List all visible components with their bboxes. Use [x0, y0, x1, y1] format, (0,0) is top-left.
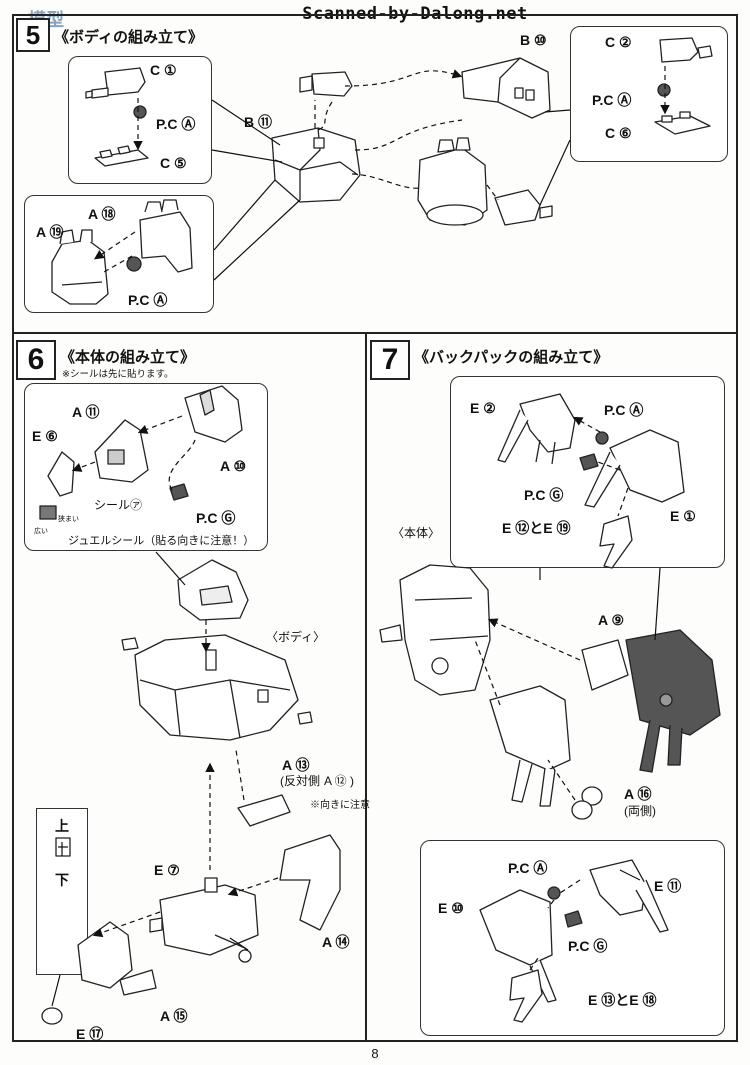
label-e10: E ⑩	[438, 900, 464, 916]
label-a9: A ⑨	[598, 612, 625, 628]
label-a11: A ⑪	[72, 404, 100, 420]
step7-title: 《バックパックの組み立て》	[414, 348, 609, 366]
step6-number: 6	[16, 340, 56, 380]
label-jewel-seal: ジュエルシール（貼る向きに注意！）	[68, 535, 255, 547]
label-up: 上	[55, 818, 69, 834]
label-e1: E ①	[670, 508, 696, 524]
step6-seal-note: ※シールは先に貼ります。	[62, 369, 174, 380]
label-c5: C ⑤	[160, 155, 187, 171]
label-seal: シール㋐	[94, 498, 143, 512]
label-c2: C ②	[605, 34, 632, 50]
page-number: 8	[371, 1046, 379, 1061]
label-pc-a-2: P.C Ⓐ	[592, 92, 632, 108]
label-down: 下	[55, 872, 69, 888]
label-pc-g-step7-2: P.C Ⓖ	[568, 938, 608, 954]
label-a10: A ⑩	[220, 458, 247, 474]
label-a18: A ⑱	[88, 206, 116, 222]
label-e17: E ⑰	[76, 1026, 104, 1042]
label-pc-g-step7-1: P.C Ⓖ	[524, 487, 564, 503]
label-e6: E ⑥	[32, 428, 58, 444]
label-a15: A ⑮	[160, 1008, 188, 1024]
label-direction-note: ※向きに注意	[310, 800, 370, 811]
label-body: 〈ボディ〉	[266, 630, 326, 644]
label-a19: A ⑲	[36, 224, 64, 240]
label-main-body: 〈本体〉	[392, 526, 441, 540]
step7-number: 7	[370, 340, 410, 380]
label-opposite: (反対側	[280, 774, 320, 788]
label-a13: A ⑬	[282, 757, 310, 773]
label-pc-a-step7-2: P.C Ⓐ	[508, 860, 548, 876]
label-c1: C ①	[150, 62, 177, 78]
step5-title: 《ボディの組み立て》	[54, 28, 203, 46]
label-e13-e18: E ⑬とE ⑱	[588, 992, 657, 1008]
label-both-sides: (両側)	[624, 804, 656, 818]
step7-panel	[365, 332, 738, 1042]
step5-inset-left-bottom	[24, 195, 214, 313]
label-a16: A ⑯	[624, 786, 652, 802]
label-pc-a-step7-1: P.C Ⓐ	[604, 402, 644, 418]
label-a12: A ⑫ )	[324, 774, 355, 788]
label-pc-a-3: P.C Ⓐ	[128, 292, 168, 308]
label-wide: 広い	[34, 528, 48, 535]
label-c6: C ⑥	[605, 125, 632, 141]
label-e2: E ②	[470, 400, 496, 416]
label-b11: B ⑪	[244, 114, 272, 130]
label-b10: B ⑩	[520, 32, 547, 48]
label-pc-g: P.C Ⓖ	[196, 510, 236, 526]
step7-inset-bottom	[420, 840, 725, 1036]
label-a14: A ⑭	[322, 934, 350, 950]
label-e7: E ⑦	[154, 862, 180, 878]
step6-title: 《本体の組み立て》	[60, 348, 196, 366]
label-pc-a-1: P.C Ⓐ	[156, 116, 196, 132]
label-e12-e19: E ⑫とE ⑲	[502, 520, 571, 536]
label-narrow: 狭まい	[58, 516, 79, 523]
label-e11: E ⑪	[654, 878, 682, 894]
step5-number: 5	[16, 18, 50, 52]
